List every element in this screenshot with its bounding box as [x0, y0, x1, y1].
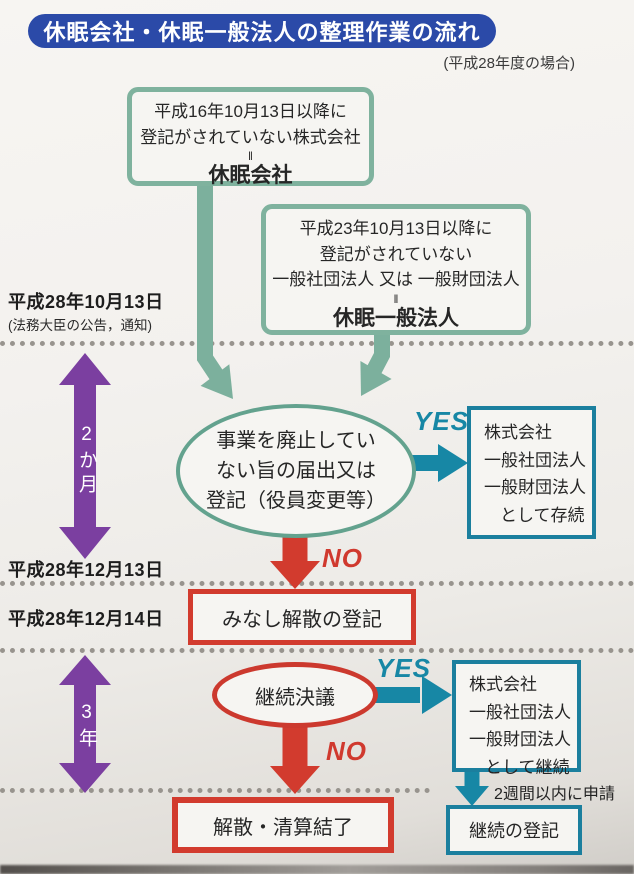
continuation-resolution-ellipse: 継続決議: [212, 662, 378, 728]
dormant-company-line2: 登記がされていない株式会社: [140, 127, 361, 147]
dormant-general-term: 休眠一般法人: [333, 306, 459, 330]
survive-box: 株式会社 一般社団法人 一般財団法人 として存続: [467, 406, 596, 539]
timeline-date-3: 平成28年12月14日: [8, 609, 164, 629]
dormant-company-box: 平成16年10月13日以降に 登記がされていない株式会社 ‖ 休眠会社: [127, 87, 374, 187]
deemed-dissolution-box: みなし解散の登記: [188, 589, 416, 645]
two-weeks-note: 2週間以内に申請: [494, 786, 615, 803]
timeline-date-2: 平成28年12月13日: [8, 560, 164, 580]
continuation-registration-box: 継続の登記: [446, 805, 582, 855]
survive-line2: 一般社団法人: [484, 450, 586, 470]
dormant-general-box: 平成23年10月13日以降に 登記がされていない 一般社団法人 又は 一般財団法…: [261, 204, 531, 335]
decision1-line3: 登記（役員変更等）: [206, 490, 386, 512]
page-subtitle: (平成28年度の場合): [443, 55, 575, 72]
dotted-line-1: [0, 341, 634, 346]
dissolution-text: 解散・清算結了: [213, 816, 353, 839]
survive-line1: 株式会社: [484, 423, 552, 442]
continuation-registration-text: 継続の登記: [469, 821, 559, 841]
period-2months-label: 2か月: [76, 424, 97, 498]
dormant-general-line3: 一般社団法人 又は 一般財団法人: [272, 270, 520, 289]
decision1-line2: ない旨の届出又は: [216, 460, 376, 482]
deemed-dissolution-text: みなし解散の登記: [222, 608, 382, 631]
arrow-general-to-decision-icon: [360, 325, 392, 396]
dotted-line-4: [0, 788, 430, 793]
continue-line3: 一般財団法人: [469, 730, 571, 750]
yes2-label: YES: [376, 653, 432, 683]
dormant-general-line2: 登記がされていない: [319, 244, 473, 264]
no2-label: NO: [326, 736, 367, 766]
timeline-date-1: 平成28年10月13日: [8, 292, 164, 312]
dormant-company-line1: 平成16年10月13日以降に: [154, 102, 347, 121]
survive-line3: 一般財団法人: [484, 478, 586, 498]
survive-line4: として存続: [500, 505, 585, 525]
photo-bottom-edge: [0, 865, 634, 874]
arrow-no2-icon: [270, 720, 320, 794]
decision-notification-ellipse: 事業を廃止してい ない旨の届出又は 登記（役員変更等）: [176, 404, 416, 538]
timeline-date-1-note: (法務大臣の公告，通知): [8, 318, 152, 333]
continue-line2: 一般社団法人: [469, 702, 571, 722]
equals-mark: ‖: [248, 149, 253, 163]
no1-label: NO: [322, 543, 363, 573]
continue-line4: として継続: [485, 757, 570, 777]
equals-mark: ‖: [393, 291, 399, 306]
page-title: 休眠会社・休眠一般法人の整理作業の流れ: [28, 14, 496, 48]
dissolution-box: 解散・清算結了: [172, 797, 394, 853]
continue-line1: 株式会社: [469, 675, 537, 694]
page-title-text: 休眠会社・休眠一般法人の整理作業の流れ: [43, 20, 481, 45]
period-3years-label: 3年: [76, 702, 97, 752]
decision2-text: 継続決議: [255, 686, 335, 709]
yes1-label: YES: [414, 406, 470, 436]
continue-box: 株式会社 一般社団法人 一般財団法人 として継続: [452, 660, 581, 777]
dotted-line-3: [0, 648, 634, 653]
decision1-line1: 事業を廃止してい: [216, 430, 376, 452]
dormant-general-line1: 平成23年10月13日以降に: [299, 219, 493, 238]
dormant-company-term: 休眠会社: [208, 164, 293, 187]
arrow-company-to-decision-icon: [197, 180, 233, 399]
